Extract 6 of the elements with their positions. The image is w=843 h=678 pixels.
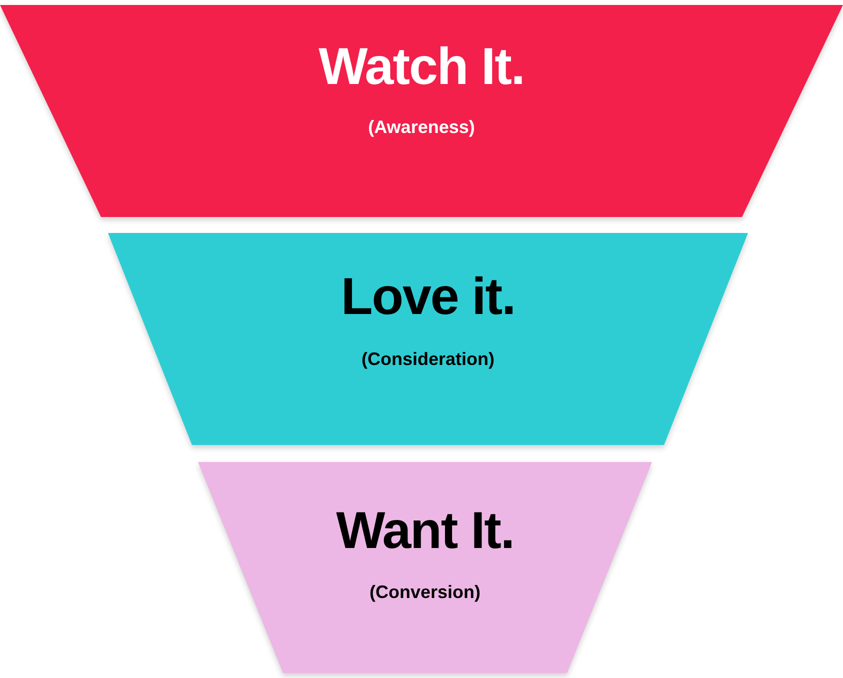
stage-title: Love it.	[340, 267, 516, 327]
stage-subtitle: (Conversion)	[368, 582, 482, 603]
stage-title: Watch It.	[318, 37, 526, 97]
stage-subtitle: (Awareness)	[367, 117, 476, 138]
stage-subtitle: (Consideration)	[360, 349, 496, 370]
stage-title: Want It.	[335, 501, 515, 561]
